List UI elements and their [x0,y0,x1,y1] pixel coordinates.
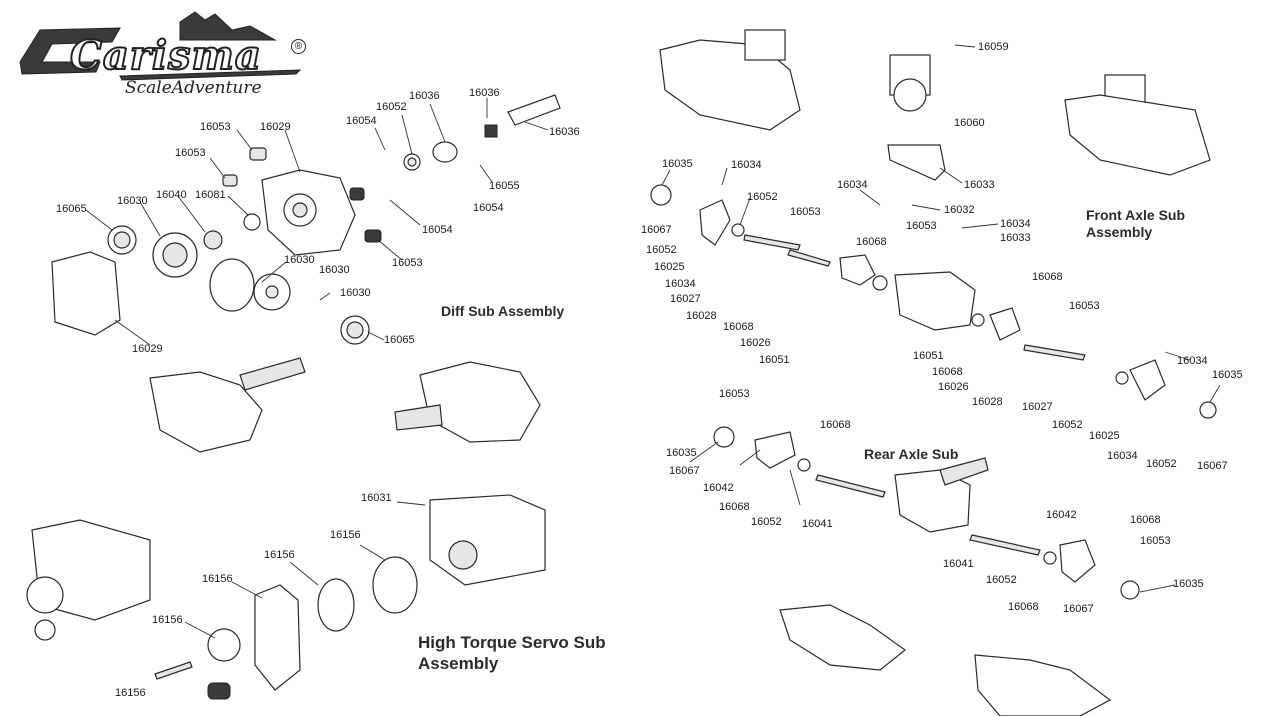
rear-axle-sub-heading: Rear Axle Sub [864,446,959,462]
part-number-label: 16067 [669,465,700,477]
part-number-label: 16036 [409,90,440,102]
part-number-label: 16051 [759,354,790,366]
part-number-label: 16035 [666,447,697,459]
leader-lines [85,44,1221,639]
part-number-label: 16053 [790,206,821,218]
part-number-label: 16053 [175,147,206,159]
diff-sub-assembly-heading: Diff Sub Assembly [441,303,565,319]
part-number-label: 16156 [264,549,295,561]
part-number-label: 16026 [740,337,771,349]
rear-axle-parts [713,426,1140,716]
part-number-label: 16035 [662,158,693,170]
part-number-label: 16041 [943,558,974,570]
part-number-label: 16033 [1000,232,1031,244]
part-number-label: 16067 [1197,460,1228,472]
part-number-label: 16052 [376,101,407,113]
part-number-label: 16030 [340,287,371,299]
part-number-label: 16068 [1032,271,1063,283]
part-number-label: 16051 [913,350,944,362]
part-number-label: 16052 [751,516,782,528]
brand-logo: Carisma [69,31,262,80]
part-number-label: 16068 [1130,514,1161,526]
part-number-label: 16030 [319,264,350,276]
part-number-label: 16065 [384,334,415,346]
front-axle-parts [650,29,1217,419]
part-number-label: 16034 [1177,355,1208,367]
logo-graphic [19,11,302,81]
part-number-label: 16027 [1022,401,1053,413]
part-number-label: 16068 [719,501,750,513]
part-number-label: 16030 [117,195,148,207]
part-number-label: 16034 [731,159,762,171]
part-number-label: 16053 [1140,535,1171,547]
part-number-label: 16068 [723,321,754,333]
part-number-label: 16060 [954,117,985,129]
part-number-label: 16040 [156,189,187,201]
part-number-label: 16065 [56,203,87,215]
part-number-label: 16030 [284,254,315,266]
front-axle-sub-assembly-heading: Front Axle Sub Assembly [1086,207,1186,240]
part-number-label: 16052 [1052,419,1083,431]
part-number-label: 16068 [1008,601,1039,613]
part-number-label: 16036 [469,87,500,99]
servo-parts [26,494,546,700]
part-number-label: 16053 [906,220,937,232]
part-number-label: 16059 [978,41,1009,53]
part-number-label: 16025 [654,261,685,273]
part-number-label: 16028 [686,310,717,322]
brand-tagline: ScaleAdventure [125,78,262,98]
part-number-label: 16052 [1146,458,1177,470]
part-number-label: 16042 [1046,509,1077,521]
part-number-label: 16032 [944,204,975,216]
registered-mark: ® [291,39,306,54]
part-number-label: 16042 [703,482,734,494]
part-number-label: 16026 [938,381,969,393]
part-number-label: 16034 [837,179,868,191]
servo-sub-assembly-heading: High Torque Servo Sub Assembly [418,633,606,673]
part-number-label: 16054 [422,224,453,236]
part-number-label: 16035 [1173,578,1204,590]
part-number-label: 16067 [1063,603,1094,615]
part-number-label: 16156 [202,573,233,585]
part-number-label: 16052 [986,574,1017,586]
part-number-label: 16156 [115,687,146,699]
part-number-label: 16068 [932,366,963,378]
part-number-label: 16029 [132,343,163,355]
part-number-label: 16053 [1069,300,1100,312]
part-number-label: 16052 [646,244,677,256]
part-number-label: 16156 [152,614,183,626]
part-number-label: 16034 [1107,450,1138,462]
part-number-label: 16055 [489,180,520,192]
part-number-label: 16053 [719,388,750,400]
part-number-label: 16031 [361,492,392,504]
part-number-label: 16054 [346,115,377,127]
part-number-label: 16029 [260,121,291,133]
part-number-label: 16028 [972,396,1003,408]
part-number-label: 16054 [473,202,504,214]
part-number-label: 16033 [964,179,995,191]
part-number-label: 16081 [195,189,226,201]
part-number-label: 16025 [1089,430,1120,442]
diff-parts [51,94,561,453]
part-number-label: 16068 [856,236,887,248]
part-number-label: 16041 [802,518,833,530]
part-number-label: 16035 [1212,369,1243,381]
part-number-label: 16034 [1000,218,1031,230]
part-number-label: 16053 [200,121,231,133]
part-number-label: 16067 [641,224,672,236]
part-number-label: 16156 [330,529,361,541]
part-number-label: 16036 [549,126,580,138]
part-number-label: 16034 [665,278,696,290]
part-number-label: 16068 [820,419,851,431]
part-number-label: 16027 [670,293,701,305]
part-number-label: 16052 [747,191,778,203]
part-number-label: 16053 [392,257,423,269]
